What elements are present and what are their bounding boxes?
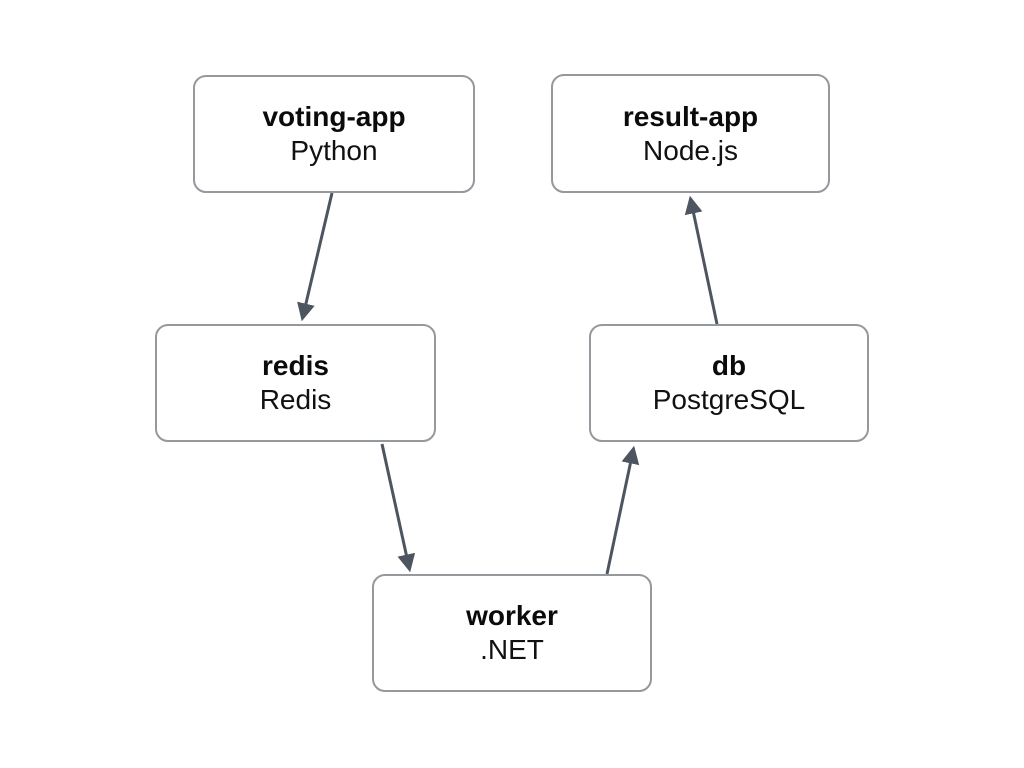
node-title: voting-app [262, 101, 406, 132]
node-result-app: result-app Node.js [551, 74, 830, 193]
edge-redis-to-worker [380, 443, 416, 573]
node-title: worker [466, 600, 558, 631]
node-title: redis [262, 350, 329, 381]
node-title: result-app [622, 100, 759, 132]
node-subtitle: Redis [259, 384, 332, 415]
node-voting-app: voting-app Python [193, 75, 475, 193]
node-subtitle: Python [290, 135, 378, 166]
node-subtitle: Node.js [643, 134, 738, 166]
edge-db-to-result-app [684, 195, 719, 325]
edge-worker-to-db [605, 445, 640, 575]
node-subtitle: PostgreSQL [652, 384, 806, 415]
node-db: db PostgreSQL [589, 324, 869, 442]
node-worker: worker .NET [372, 574, 652, 692]
edge-voting-app-to-redis [297, 192, 334, 322]
node-subtitle: .NET [480, 634, 544, 665]
node-title: db [711, 350, 747, 381]
node-redis: redis Redis [155, 324, 436, 442]
